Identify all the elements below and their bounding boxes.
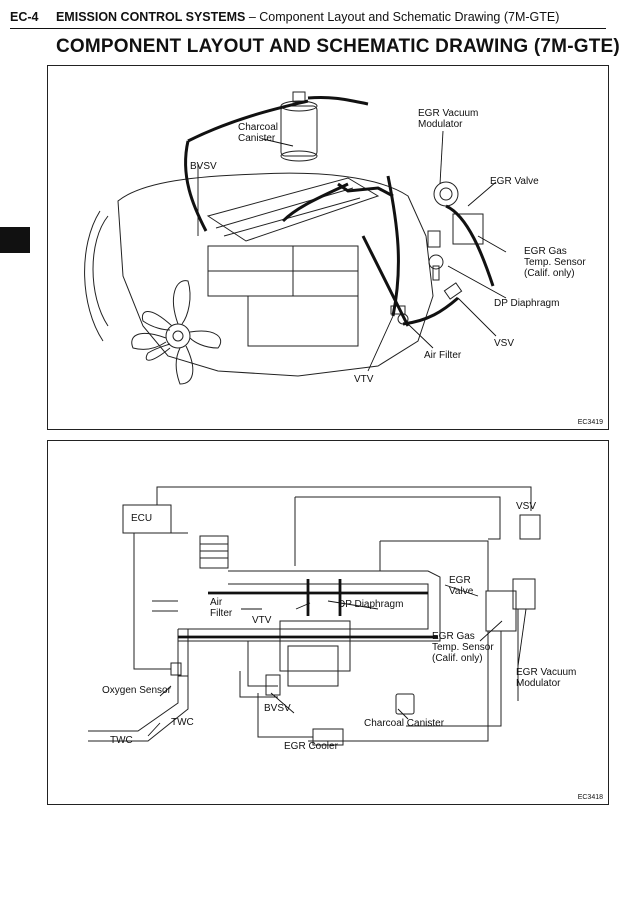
label-oxygen-sensor: Oxygen Sensor [102, 685, 171, 696]
label-egr-cooler: EGR Cooler [284, 741, 338, 752]
label-air-filter: Air Filter [210, 597, 233, 619]
label-egr-valve: EGR Valve [449, 575, 474, 597]
schematic-drawing-figure: ECU VSV EGR Valve Air Filter VTV DP Diap… [47, 440, 609, 805]
label-egr-gas-temp-sensor: EGR Gas Temp. Sensor (Calif. only) [432, 631, 494, 664]
page-title: COMPONENT LAYOUT AND SCHEMATIC DRAWING (… [56, 36, 620, 57]
label-egr-vacuum-modulator: EGR Vacuum Modulator [418, 108, 479, 130]
label-twc-lower: TWC [110, 735, 133, 746]
page-code: EC-4 [10, 10, 39, 24]
label-twc-upper: TWC [171, 717, 194, 728]
section-name: EMISSION CONTROL SYSTEMS [55, 10, 246, 24]
figure-code: EC3419 [577, 419, 603, 426]
label-egr-vacuum-modulator: EGR Vacuum Modulator [516, 667, 577, 689]
label-vsv: VSV [494, 338, 515, 349]
label-vtv: VTV [252, 615, 272, 626]
label-vtv: VTV [354, 374, 374, 385]
component-layout-figure: Charcoal Canister BVSV EGR Vacuum Modula… [47, 65, 609, 430]
section-subtitle: – Component Layout and Schematic Drawing… [248, 10, 560, 24]
page-header: EC-4 EMISSION CONTROL SYSTEMS – Componen… [10, 6, 606, 29]
label-egr-valve: EGR Valve [490, 176, 539, 187]
label-egr-gas-temp-sensor: EGR Gas Temp. Sensor (Calif. only) [524, 246, 586, 279]
schematic-illustration [88, 486, 541, 746]
engine-illustration [84, 91, 507, 385]
section-tab-marker [0, 227, 30, 253]
label-ecu: ECU [131, 513, 153, 524]
label-dp-diaphragm: DP Diaphragm [338, 599, 404, 610]
label-charcoal-canister: Charcoal Canister [364, 718, 445, 729]
label-dp-diaphragm: DP Diaphragm [494, 298, 560, 309]
figure-code: EC3418 [577, 794, 603, 801]
label-charcoal-canister: Charcoal Canister [238, 122, 279, 144]
label-air-filter: Air Filter [424, 350, 462, 361]
label-bvsv: BVSV [264, 703, 291, 714]
label-bvsv: BVSV [190, 161, 217, 172]
label-vsv: VSV [516, 501, 537, 512]
